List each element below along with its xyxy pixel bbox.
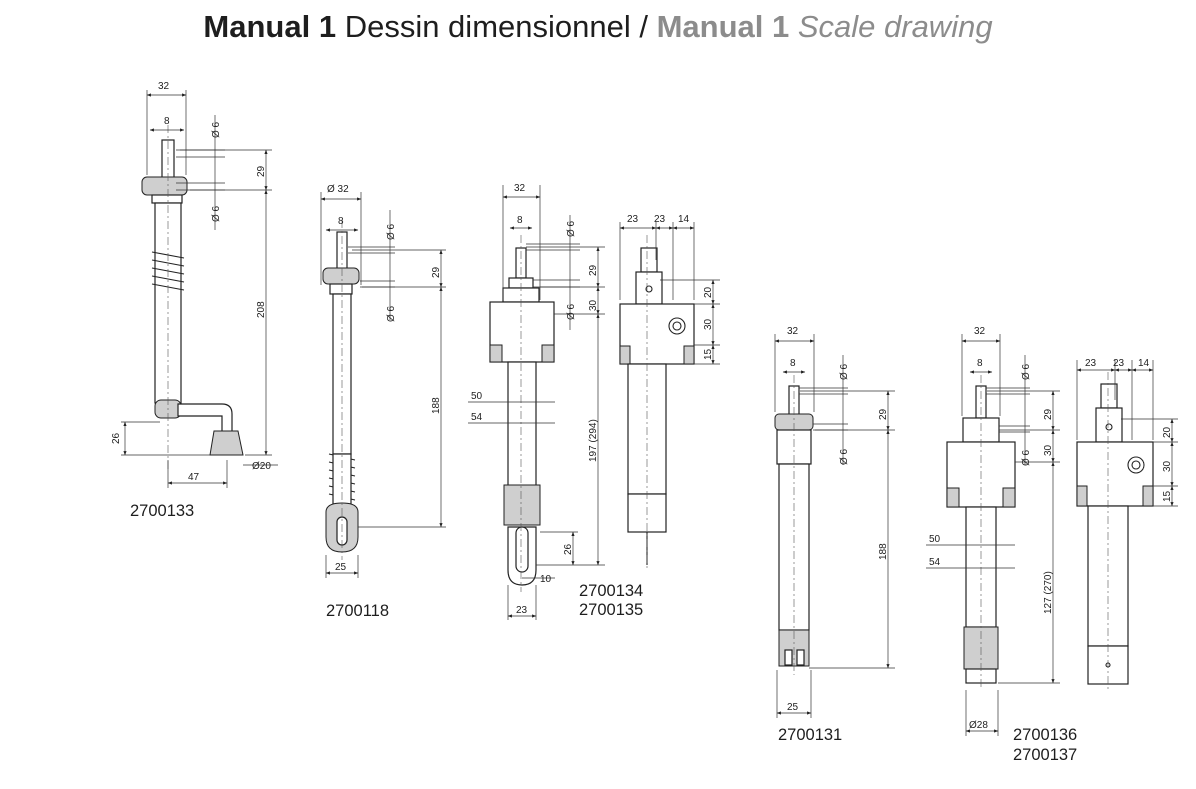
dim-length: 197 (294)	[588, 419, 599, 462]
part-number-2700133: 2700133	[130, 502, 194, 520]
part-number-2700136: 2700136	[1013, 726, 1077, 744]
side-dim-14: 14	[1138, 358, 1150, 369]
part-number-2700137: 2700137	[1013, 746, 1077, 764]
dim-shaft: 8	[977, 358, 983, 369]
dim-23: 23	[516, 605, 528, 616]
crank-handle-2700133: 32 8 Ø 6 29 Ø 6 208 26 47 Ø20 2700133	[111, 81, 278, 520]
side-dim-15: 15	[1162, 490, 1173, 502]
dim-crank-offset: 47	[188, 472, 200, 483]
dim-dia-bottom: Ø 6	[386, 305, 397, 322]
dim-dia-top: Ø 6	[386, 223, 397, 240]
side-dim-30: 30	[703, 318, 714, 330]
dim-height-top: 29	[1043, 408, 1054, 420]
dim-height-top: 29	[878, 408, 889, 420]
dim-knob-dia: Ø20	[252, 461, 271, 472]
title-model-fr: Manual 1	[203, 9, 337, 44]
part-number-2700131: 2700131	[778, 726, 842, 744]
dim-height-top: 29	[588, 264, 599, 276]
dim-shaft: 8	[338, 216, 344, 227]
dim-length: 188	[878, 543, 889, 560]
handle-2700136-2700137: 32 8 Ø 6 29 Ø 6 30 50 54 127 (270) Ø28	[926, 326, 1178, 764]
dim-length: 208	[256, 301, 267, 318]
dim-height-top: 29	[431, 266, 442, 278]
part-number-2700135: 2700135	[579, 601, 643, 619]
dim-bottom-dia: Ø28	[969, 720, 988, 731]
part-number-2700118: 2700118	[326, 602, 389, 620]
dim-diameter: Ø 32	[327, 184, 349, 195]
dim-length: 188	[431, 397, 442, 414]
side-dim-23a: 23	[1085, 358, 1097, 369]
dim-length: 127 (270)	[1043, 571, 1054, 614]
side-dim-23a: 23	[627, 214, 639, 225]
dim-shaft: 8	[517, 215, 523, 226]
title-text-fr: Dessin dimensionnel /	[336, 9, 657, 44]
dim-50: 50	[929, 534, 941, 545]
dim-width: 32	[787, 326, 799, 337]
dim-dia-top: Ø 6	[839, 363, 850, 380]
dim-dia-bottom: Ø 6	[839, 448, 850, 465]
dim-width: 32	[514, 183, 526, 194]
side-dim-20: 20	[1162, 426, 1173, 438]
dim-dia-top: Ø 6	[566, 220, 577, 237]
dim-height-mid: 30	[1043, 444, 1054, 456]
dim-height-top: 29	[256, 165, 267, 177]
handle-2700118: Ø 32 8 Ø 6 29 Ø 6 188 25 2700118	[320, 184, 446, 620]
side-dim-23b: 23	[1113, 358, 1125, 369]
page-title: Manual 1 Dessin dimensionnel / Manual 1 …	[0, 8, 1196, 46]
side-dim-20: 20	[703, 286, 714, 298]
title-model-en: Manual 1	[656, 9, 790, 44]
dim-dia-top: Ø 6	[211, 121, 222, 138]
handle-2700134-2700135: 32 8 Ø 6 29 Ø 6 30 50 54 197 (294) 26 10…	[468, 183, 720, 620]
side-dim-15: 15	[703, 348, 714, 360]
dim-54: 54	[471, 412, 483, 423]
handle-2700131: 32 8 Ø 6 29 Ø 6 188 25 2700131	[774, 326, 895, 744]
title-text-en: Scale drawing	[789, 9, 993, 44]
side-dim-30: 30	[1162, 460, 1173, 472]
dim-dia-bottom: Ø 6	[1021, 449, 1032, 466]
dim-dia-top: Ø 6	[1021, 363, 1032, 380]
dim-dia-bottom: Ø 6	[211, 205, 222, 222]
dim-height-mid: 30	[588, 299, 599, 311]
dim-bottom-width: 25	[335, 562, 347, 573]
dim-dia-bottom: Ø 6	[566, 303, 577, 320]
dim-50: 50	[471, 391, 483, 402]
dim-shaft: 8	[790, 358, 796, 369]
dim-54: 54	[929, 557, 941, 568]
dim-width: 32	[974, 326, 986, 337]
dim-shaft: 8	[164, 116, 170, 127]
dim-10: 10	[540, 574, 552, 585]
dim-crank-height: 26	[111, 432, 122, 444]
side-dim-14: 14	[678, 214, 690, 225]
dim-width: 32	[158, 81, 170, 92]
dim-26: 26	[563, 543, 574, 555]
side-dim-23b: 23	[654, 214, 666, 225]
dim-bottom-width: 25	[787, 702, 799, 713]
part-number-2700134: 2700134	[579, 582, 643, 600]
